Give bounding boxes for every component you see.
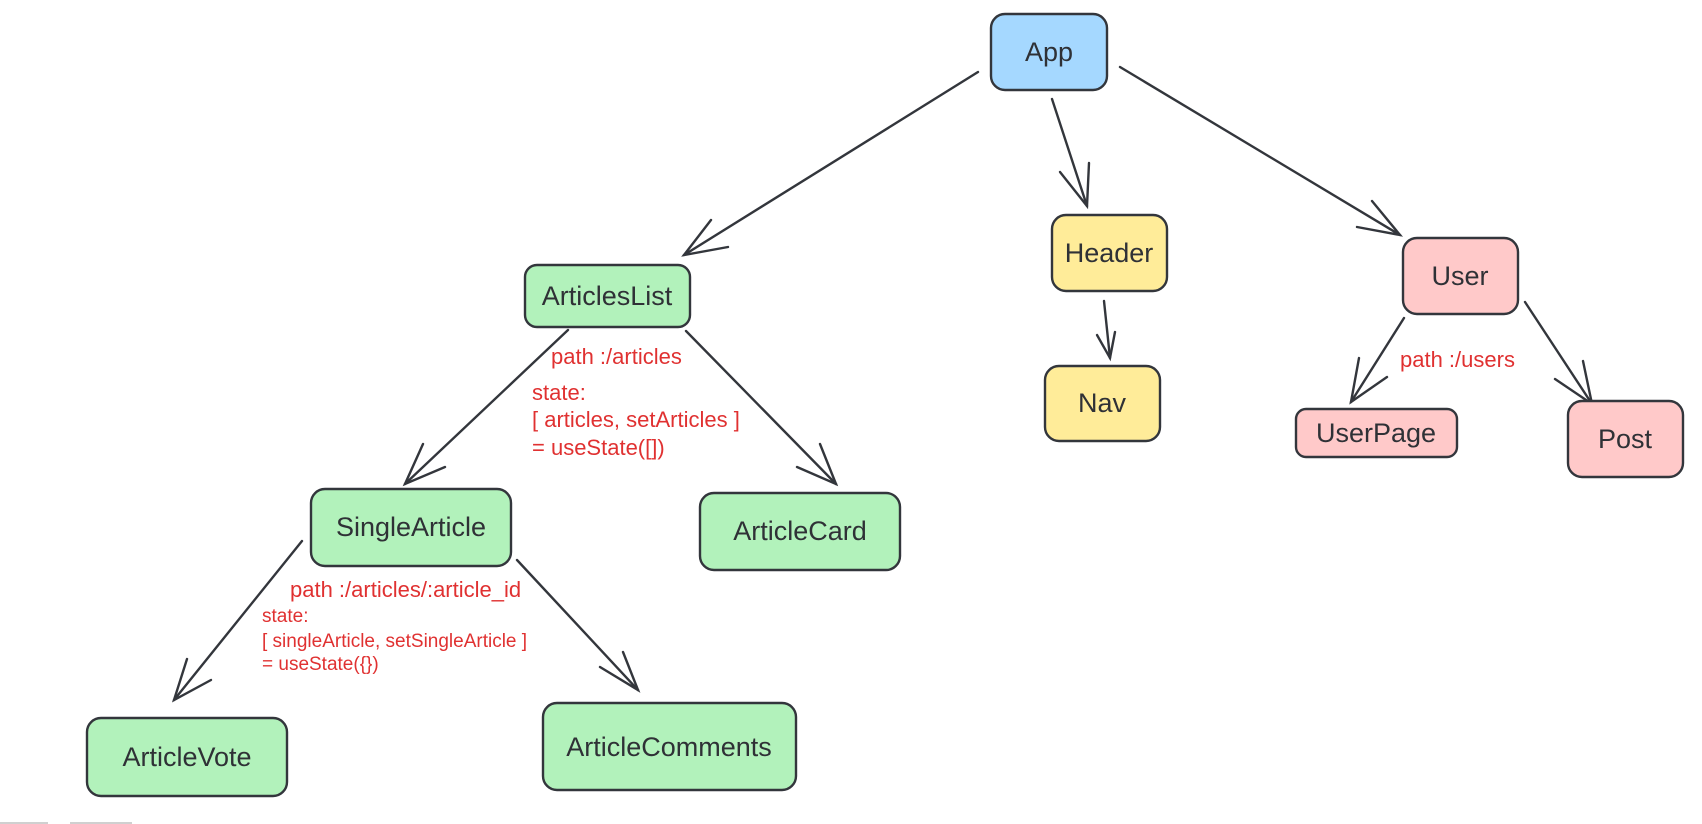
node-userpage-label: UserPage — [1316, 418, 1436, 448]
node-post-label: Post — [1598, 424, 1653, 454]
node-articleslist: ArticlesList — [523, 263, 692, 329]
node-app-box — [989, 12, 1109, 92]
node-nav: Nav — [1043, 364, 1162, 443]
edge-user-to-userpage — [1349, 316, 1406, 405]
node-articleslist-box — [523, 263, 692, 329]
node-header-box — [1050, 213, 1169, 293]
edge-header-to-nav — [1095, 299, 1117, 362]
node-nav-label: Nav — [1078, 388, 1127, 418]
node-header-label: Header — [1065, 238, 1154, 268]
node-userpage-box — [1294, 407, 1459, 459]
node-userpage: UserPage — [1294, 407, 1459, 459]
edges — [171, 65, 1594, 703]
edge-articleslist-to-singlearticle — [402, 328, 570, 487]
node-articlevote-box — [85, 716, 289, 798]
node-articlecard: ArticleCard — [698, 491, 902, 572]
edge-user-to-post — [1523, 300, 1594, 407]
node-nav-box — [1043, 364, 1162, 443]
node-articlecomments: ArticleComments — [541, 701, 798, 792]
node-header: Header — [1050, 213, 1169, 293]
node-articlecard-label: ArticleCard — [733, 516, 867, 546]
edge-singlearticle-to-articlevote — [171, 539, 304, 703]
node-singlearticle: SingleArticle — [309, 487, 513, 568]
node-articleslist-label: ArticlesList — [542, 281, 673, 311]
node-singlearticle-label: SingleArticle — [336, 512, 486, 542]
node-articlevote-label: ArticleVote — [122, 742, 251, 772]
edge-app-to-user — [1118, 65, 1404, 237]
node-user: User — [1401, 236, 1520, 316]
node-app: App — [989, 12, 1109, 92]
edge-app-to-header — [1050, 97, 1091, 210]
node-post: Post — [1566, 399, 1685, 479]
users-path-annotation: path :/users — [1400, 347, 1515, 372]
node-app-label: App — [1025, 37, 1073, 67]
node-post-box — [1566, 399, 1685, 479]
node-articlecomments-label: ArticleComments — [566, 732, 772, 762]
node-user-label: User — [1431, 261, 1488, 291]
edge-singlearticle-to-articlecomments — [515, 558, 641, 693]
node-singlearticle-box — [309, 487, 513, 568]
articles-state-label: state: — [532, 380, 586, 405]
single-path-annotation: path :/articles/:article_id — [290, 577, 521, 602]
annotations: path :/articles state: [ articles, setAr… — [262, 344, 1515, 675]
articles-state-line2: = useState([]) — [532, 435, 665, 460]
single-state-line1: [ singleArticle, setSingleArticle ] — [262, 631, 527, 652]
node-articlecard-box — [698, 491, 902, 572]
node-user-box — [1401, 236, 1520, 316]
single-state-line2: = useState({}) — [262, 654, 379, 675]
edge-articleslist-to-articlecard — [684, 329, 839, 487]
single-state-label: state: — [262, 606, 308, 627]
node-articlecomments-box — [541, 701, 798, 792]
articles-path-annotation: path :/articles — [551, 344, 682, 369]
articles-state-line1: [ articles, setArticles ] — [532, 407, 740, 432]
node-articlevote: ArticleVote — [85, 716, 289, 798]
edge-app-to-articleslist — [681, 70, 980, 257]
